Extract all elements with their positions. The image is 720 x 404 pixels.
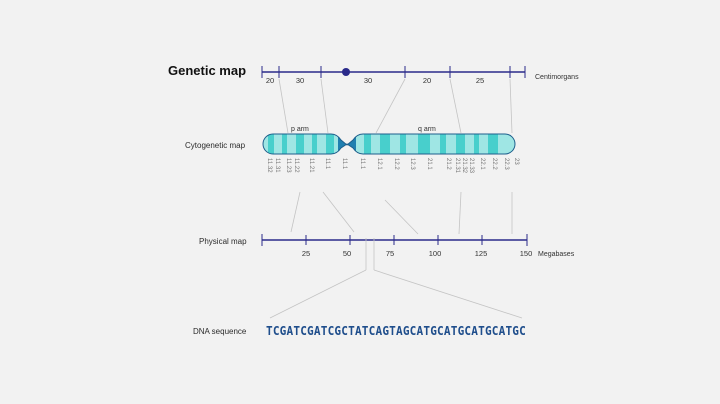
band-label: 21.31: [454, 158, 460, 174]
physical-tick-75: 75: [386, 249, 394, 258]
genetic-label-5: 25: [476, 76, 484, 85]
band-label: 22.2: [491, 158, 497, 170]
q-arm-label: q arm: [418, 126, 436, 133]
sequence-connectors: [269, 238, 523, 319]
band-label: 11.1: [359, 158, 365, 170]
genetic-map-unit: Centimorgans: [535, 74, 579, 81]
centromere-marker: [342, 68, 350, 76]
physical-tick-50: 50: [343, 249, 351, 258]
genetic-label-3: 30: [364, 76, 372, 85]
genetic-label-1: 20: [266, 76, 274, 85]
chromosome-outline: [262, 133, 516, 155]
band-label: 21.2: [445, 158, 451, 170]
band-label: 11.1: [324, 158, 330, 170]
physical-map-label: Physical map: [199, 237, 247, 246]
p-arm-label: p arm: [291, 126, 309, 133]
genetic-label-4: 20: [423, 76, 431, 85]
band-label: 11.1: [341, 158, 347, 170]
genetic-label-2: 30: [296, 76, 304, 85]
dna-sequence-label: DNA sequence: [193, 327, 247, 336]
band-label: 12.1: [376, 158, 382, 170]
band-label: 11.23: [285, 158, 291, 173]
genetic-connectors: [278, 78, 513, 134]
physical-map-unit: Megabases: [538, 251, 575, 258]
band-labels: 11.32 11.31 11.23 11.22 11.21 11.1 11.1 …: [266, 158, 519, 174]
genetic-map-ticks: [261, 66, 526, 78]
band-label: 22.3: [503, 158, 509, 170]
band-label: 22.1: [479, 158, 485, 170]
band-label: 11.22: [293, 158, 299, 173]
band-label: 21.32: [461, 158, 467, 174]
band-label: 21.1: [426, 158, 432, 170]
band-label: 21.33: [468, 158, 474, 174]
band-label: 11.21: [308, 158, 314, 173]
physical-tick-25: 25: [302, 249, 310, 258]
band-label: 11.31: [274, 158, 280, 173]
band-label: 23: [513, 158, 519, 165]
genetic-map-title: Genetic map: [168, 63, 246, 78]
physical-tick-150: 150: [520, 249, 533, 258]
physical-connectors: [290, 191, 513, 235]
physical-tick-100: 100: [429, 249, 442, 258]
physical-tick-125: 125: [475, 249, 488, 258]
physical-map-ticks: [261, 234, 528, 246]
cytogenetic-map-label: Cytogenetic map: [185, 141, 246, 150]
dna-sequence-text: TCGATCGATCGCTATCAGTAGCATGCATGCATGCATGC: [266, 323, 526, 338]
band-label: 12.2: [393, 158, 399, 170]
band-label: 12.3: [409, 158, 415, 170]
band-label: 11.32: [266, 158, 272, 173]
